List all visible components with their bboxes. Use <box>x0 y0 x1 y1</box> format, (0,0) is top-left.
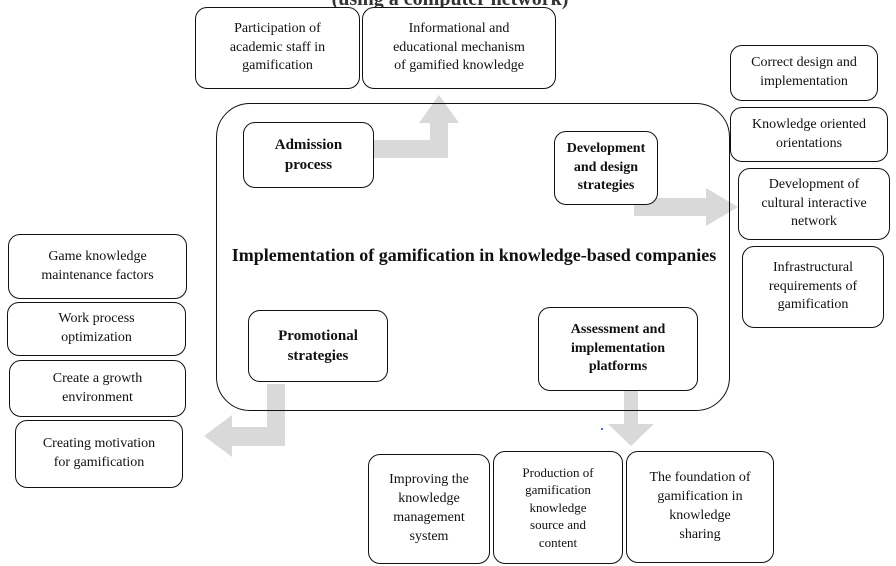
stray-dot <box>601 428 603 430</box>
node-promotional-strategies: Promotional strategies <box>248 310 388 382</box>
output-left-1: Game knowledge maintenance factors <box>8 234 187 299</box>
node-assessment-platforms: Assessment and implementation platforms <box>538 307 698 391</box>
node-development-strategies: Development and design strategies <box>554 131 658 205</box>
output-left-3: Create a growth environment <box>9 360 186 417</box>
output-left-4: Creating motivation for gamification <box>15 420 183 488</box>
arrow-development-to-right <box>634 180 738 226</box>
output-right-2: Knowledge oriented orientations <box>730 107 888 162</box>
node-admission-process: Admission process <box>243 122 374 188</box>
arrow-admission-to-top <box>372 95 459 158</box>
output-right-4: Infrastructural requirements of gamifica… <box>742 246 884 328</box>
central-title: Implementation of gamification in knowle… <box>231 245 717 265</box>
output-bottom-2: Production of gamification knowledge sou… <box>493 451 623 564</box>
top-header-fragment: (using a computer network) <box>190 0 710 11</box>
output-bottom-1: Improving the knowledge management syste… <box>368 454 490 564</box>
output-top-1: Participation of academic staff in gamif… <box>195 7 360 89</box>
central-frame <box>216 103 730 411</box>
output-top-2: Informational and educational mechanism … <box>362 7 556 89</box>
output-left-2: Work process optimization <box>7 302 186 356</box>
arrow-promotional-to-left <box>204 384 285 457</box>
output-right-3: Development of cultural interactive netw… <box>738 168 890 240</box>
arrow-assessment-to-bottom <box>608 390 654 446</box>
output-right-1: Correct design and implementation <box>730 45 878 101</box>
output-bottom-3: The foundation of gamification in knowle… <box>626 451 774 563</box>
